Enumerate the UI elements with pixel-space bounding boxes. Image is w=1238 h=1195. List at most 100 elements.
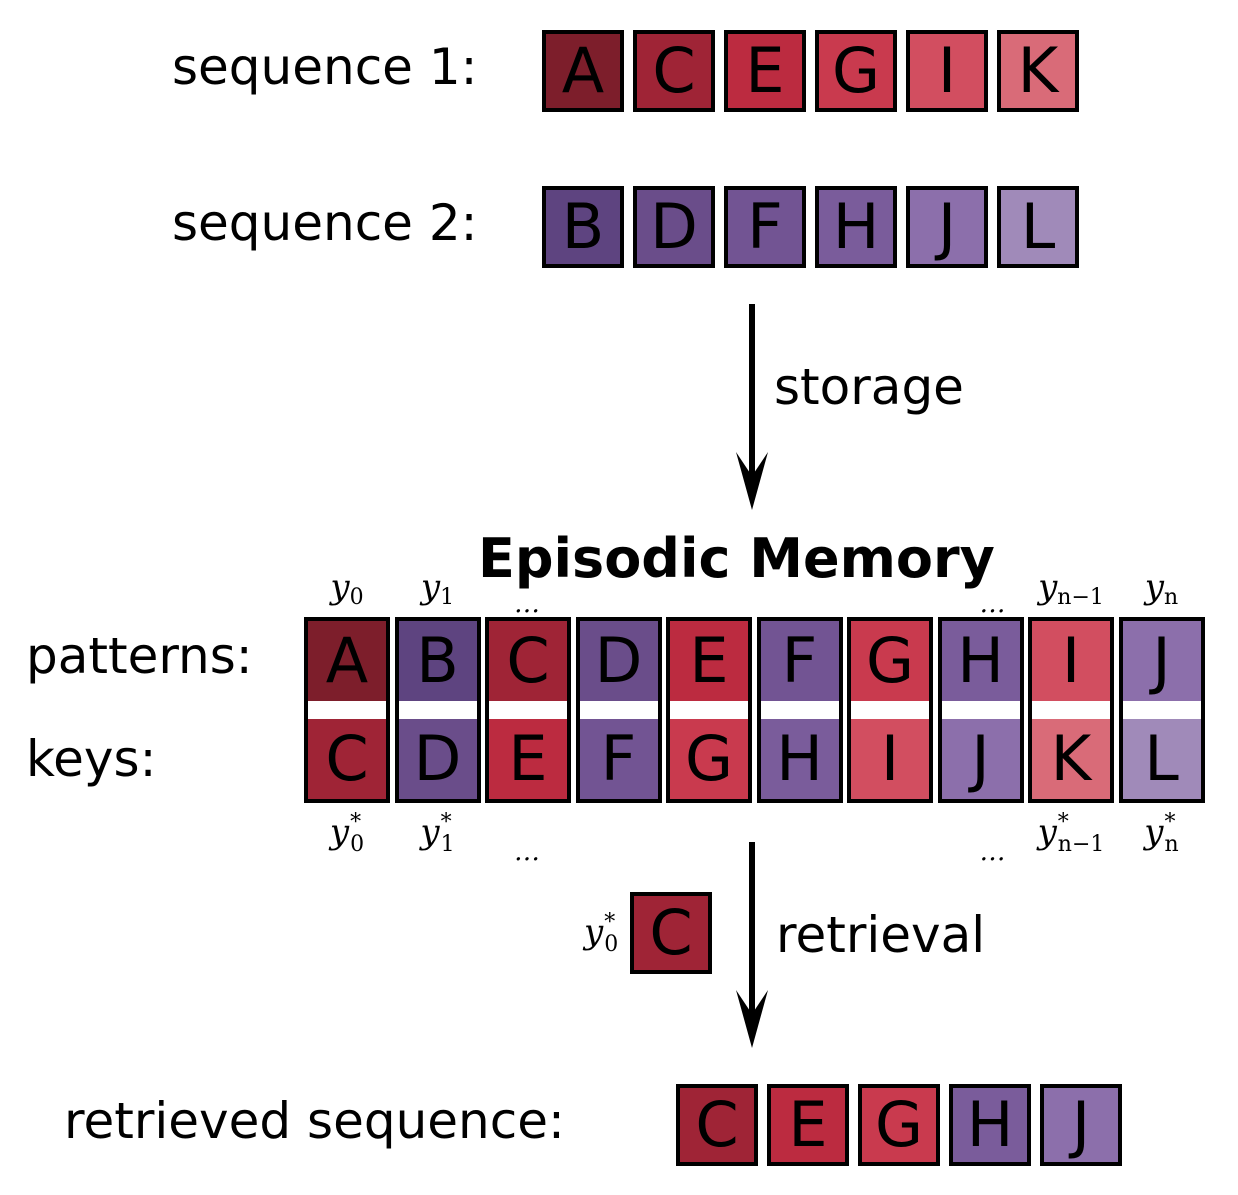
pattern-cell: D (579, 621, 658, 701)
math-base: y (1037, 812, 1057, 852)
math-base: y (1144, 567, 1165, 607)
memory-title: Episodic Memory (478, 527, 995, 590)
sequence-1-tile: G (815, 30, 897, 112)
math-subscript: n−1 (1057, 832, 1105, 857)
sequence-2-tile: D (633, 186, 715, 268)
storage-arrow-icon (736, 304, 768, 510)
patterns-label: patterns: (26, 627, 253, 685)
keys-label: keys: (26, 730, 157, 788)
key-index-label: y*1 (420, 812, 454, 856)
math-superscript: * (1164, 810, 1176, 835)
math-subscript: 1 (440, 832, 455, 857)
sequence-1-tile: K (997, 30, 1079, 112)
key-index-label: y*n (1144, 812, 1178, 856)
math-base: y (329, 812, 350, 852)
sequence-1-tile: C (633, 30, 715, 112)
pattern-cell: C (489, 621, 567, 701)
sequence-1-tile-letter: A (561, 34, 605, 107)
math-subscript: n−1 (1057, 585, 1104, 610)
math-subscript: 0 (349, 585, 364, 610)
retrieved-sequence-label: retrieved sequence: (64, 1092, 565, 1150)
query-tile: C (630, 892, 712, 974)
sequence-1-tile-letter: E (745, 34, 785, 107)
math-subscript: 1 (440, 585, 455, 610)
math-subscript: 0 (350, 832, 365, 857)
sequence-2-tile: J (906, 186, 988, 268)
sequence-2-tile-letter: H (832, 190, 880, 263)
math-base: y (330, 567, 350, 607)
key-cell: F (579, 719, 658, 799)
key-cell: K (1032, 719, 1110, 799)
retrieved-tile-letter: C (695, 1088, 739, 1161)
pattern-cell: A (308, 621, 386, 701)
sequence-2-tile-letter: J (937, 190, 957, 263)
sequence-1-tile-letter: I (937, 34, 957, 107)
pattern-cell: J (1122, 621, 1201, 701)
math-subscript: 0 (604, 932, 619, 957)
math-subscript: n (1164, 585, 1179, 610)
key-index-label: y*0 (330, 812, 364, 856)
storage-label: storage (774, 358, 964, 416)
key-cell: E (489, 719, 567, 799)
pattern-cell: G (851, 621, 929, 701)
pattern-cell: E (670, 621, 748, 701)
pattern-cell: H (941, 621, 1020, 701)
math-superscript: * (1057, 810, 1069, 835)
retrieved-tile-letter: J (1071, 1088, 1091, 1161)
key-cell: C (308, 719, 386, 799)
math-superscript: * (440, 810, 452, 835)
pattern-ellipsis: … (514, 584, 543, 618)
sequence-1-tile-letter: K (1017, 34, 1059, 107)
retrieved-tile-letter: E (788, 1088, 828, 1161)
math-base: y (1144, 812, 1164, 852)
sequence-2-tile: L (997, 186, 1079, 268)
pattern-index-label: y0 (330, 570, 363, 609)
sequence-2-tile-letter: D (650, 190, 698, 263)
ellipsis: … (514, 837, 543, 867)
math-base: y (420, 812, 440, 852)
key-cell: H (760, 719, 839, 799)
sequence-2-tile: B (542, 186, 624, 268)
math-base: y (1038, 567, 1058, 607)
ellipsis: … (514, 589, 543, 619)
retrieved-tile-letter: G (874, 1088, 924, 1161)
sequence-1-label: sequence 1: (172, 38, 478, 96)
pattern-index-label: yn−1 (1038, 570, 1104, 609)
sequence-1-tile-letter: G (831, 34, 881, 107)
pattern-index-label: yn (1145, 570, 1178, 609)
key-cell: D (398, 719, 477, 799)
pattern-index-label: y1 (421, 570, 454, 609)
retrieval-arrow-icon (736, 842, 768, 1048)
retrieved-tile: H (949, 1084, 1031, 1166)
key-cell: L (1122, 719, 1201, 799)
math-base: y (584, 912, 604, 952)
sequence-2-label: sequence 2: (172, 194, 478, 252)
sequence-1-tile-letter: C (652, 34, 696, 107)
key-ellipsis: … (514, 832, 543, 866)
retrieved-tile: E (767, 1084, 849, 1166)
key-cell: G (670, 719, 748, 799)
pattern-cell: I (1032, 621, 1110, 701)
key-index-label: y*n−1 (1038, 812, 1105, 856)
retrieved-tile: J (1040, 1084, 1122, 1166)
math-superscript: * (604, 910, 616, 935)
pattern-cell: F (760, 621, 839, 701)
retrieved-tile: G (858, 1084, 940, 1166)
sequence-1-tile: A (542, 30, 624, 112)
sequence-2-tile: F (724, 186, 806, 268)
ellipsis: … (979, 589, 1009, 619)
key-cell: I (851, 719, 929, 799)
sequence-2-tile-letter: B (561, 190, 605, 263)
ellipsis: … (979, 837, 1009, 867)
sequence-2-tile-letter: L (1020, 190, 1056, 263)
